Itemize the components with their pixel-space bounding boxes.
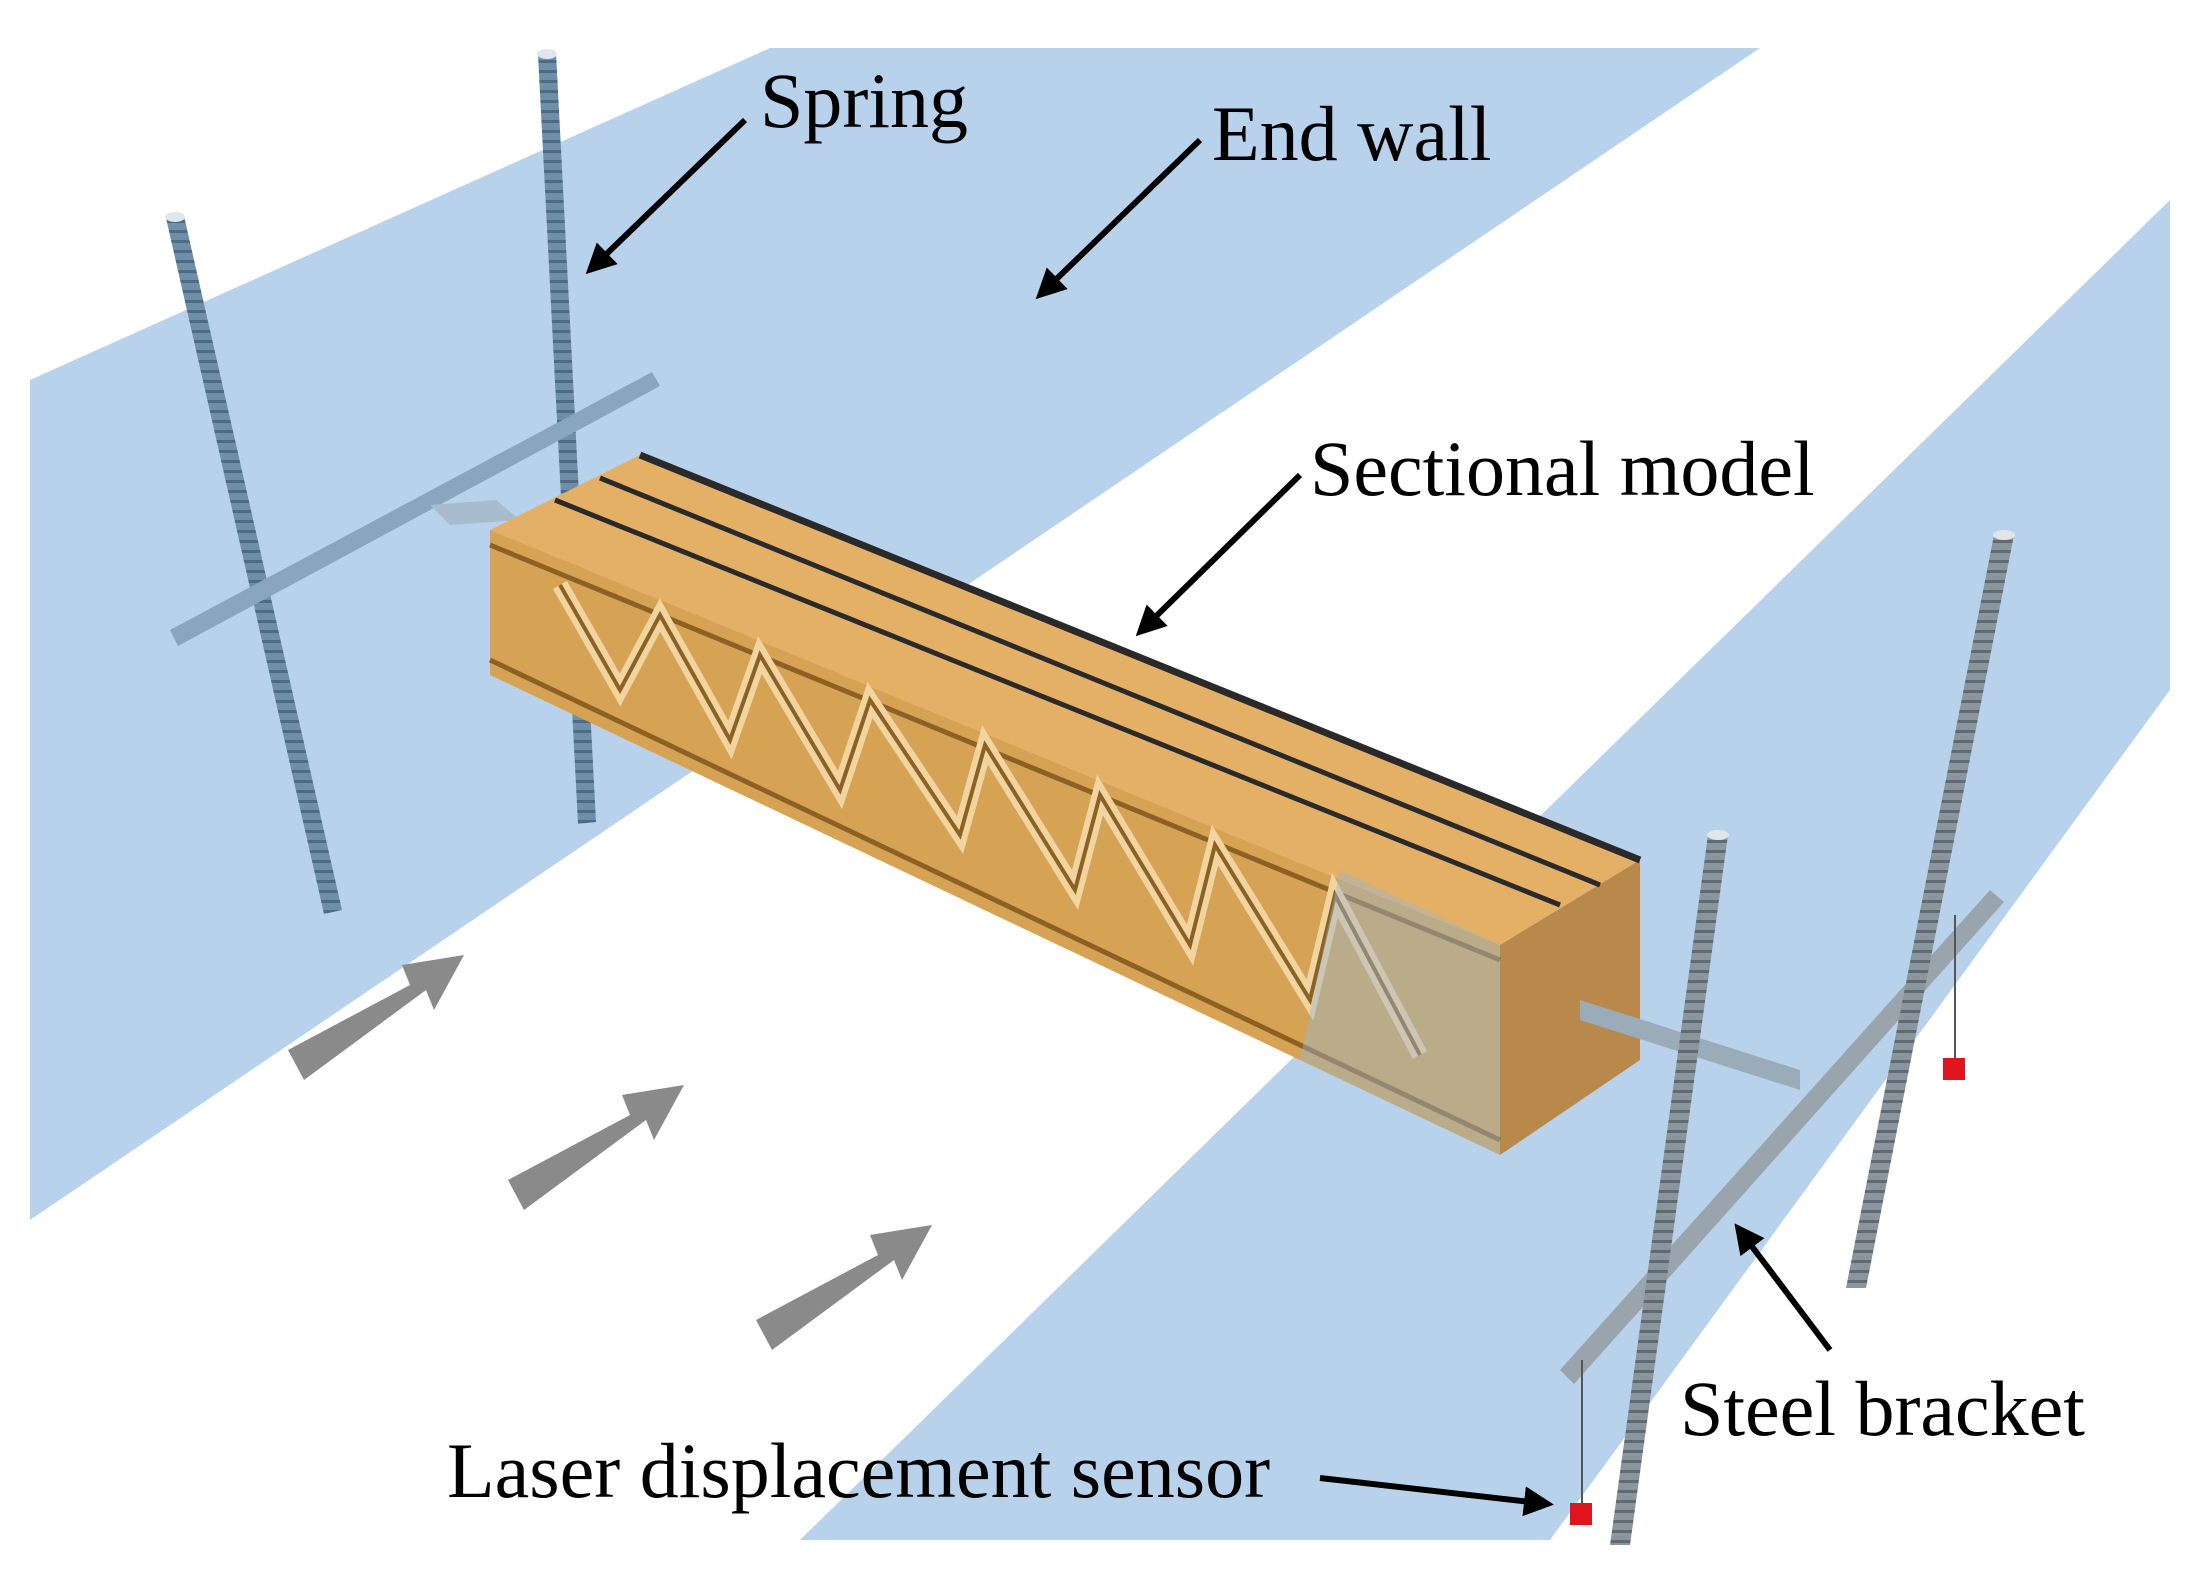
bracket-connector-far [430, 500, 520, 525]
steel-bracket-pointer-arrow [1734, 1223, 1833, 1352]
spring-top-near-right [1993, 530, 2015, 540]
spring-top-far-right [537, 49, 557, 59]
end-wall-label: End wall [1212, 90, 1492, 177]
steel-bracket-label: Steel bracket [1680, 1365, 2085, 1452]
spring-top-far-left [165, 212, 185, 222]
sectional-model-label: Sectional model [1310, 425, 1815, 512]
spring-top-near-left [1707, 830, 1729, 840]
spring-pointer-arrow [585, 117, 748, 275]
spring-near-left [1610, 835, 1728, 1545]
laser-sensor-label: Laser displacement sensor [447, 1427, 1271, 1514]
end-wall-pointer-arrow [1035, 137, 1203, 300]
sectional-model-pointer-arrow [1135, 472, 1303, 637]
spring-label: Spring [760, 57, 969, 144]
spring-far-left [166, 216, 342, 914]
laser-sensor-icon-left [1570, 1503, 1592, 1525]
wind-flow-arrow-icon [288, 955, 932, 1350]
steel-bracket-near [1560, 890, 2004, 1384]
sensor-pointer-arrow [1319, 1475, 1554, 1517]
laser-sensor-icon-right [1943, 1058, 1965, 1080]
steel-bracket-far [170, 372, 660, 646]
spring-near-right [1846, 535, 2014, 1288]
sectional-model [488, 451, 1642, 1155]
